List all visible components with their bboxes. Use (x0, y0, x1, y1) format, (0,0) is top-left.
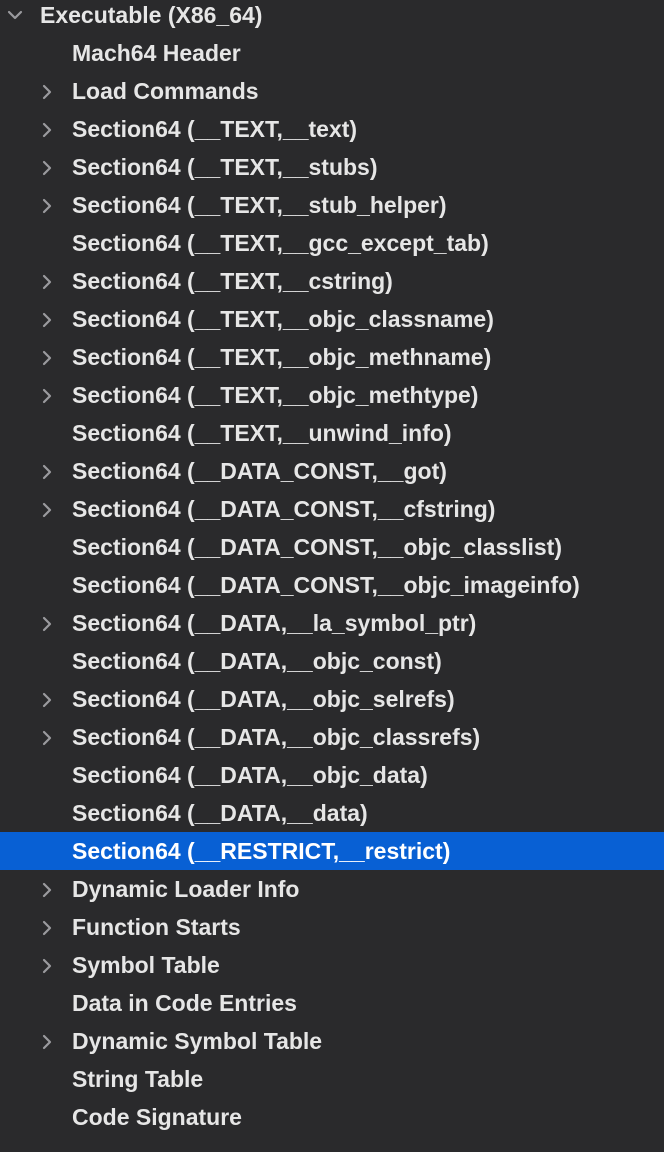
chevron-down-icon[interactable] (6, 5, 24, 25)
tree-row-label: Section64 (__DATA_CONST,__cfstring) (72, 496, 496, 522)
chevron-right-icon[interactable] (38, 614, 56, 634)
chevron-right-icon[interactable] (38, 348, 56, 368)
tree-row[interactable]: Section64 (__TEXT,__stub_helper) (0, 190, 664, 228)
tree-row-label: Section64 (__DATA,__objc_selrefs) (72, 686, 455, 712)
tree-row-label: Section64 (__TEXT,__stub_helper) (72, 192, 447, 218)
tree-row[interactable]: Section64 (__DATA,__objc_data) (0, 760, 664, 798)
tree-row[interactable]: Dynamic Loader Info (0, 874, 664, 912)
chevron-right-icon[interactable] (38, 310, 56, 330)
chevron-right-icon[interactable] (38, 158, 56, 178)
chevron-right-icon[interactable] (38, 120, 56, 140)
tree-row[interactable]: Section64 (__TEXT,__objc_methname) (0, 342, 664, 380)
tree-row[interactable]: Section64 (__TEXT,__cstring) (0, 266, 664, 304)
tree-row-label: Section64 (__TEXT,__objc_methname) (72, 344, 492, 370)
tree-row-root[interactable]: Executable (X86_64) (0, 0, 664, 38)
tree-row-label: Dynamic Symbol Table (72, 1028, 323, 1054)
tree-row-label: Function Starts (72, 914, 241, 940)
tree-row-label: Symbol Table (72, 952, 220, 978)
tree-row[interactable]: String Table (0, 1064, 664, 1102)
tree-row-label: Mach64 Header (72, 40, 241, 66)
tree-row[interactable]: Section64 (__TEXT,__objc_classname) (0, 304, 664, 342)
chevron-right-icon[interactable] (38, 82, 56, 102)
tree-row[interactable]: Load Commands (0, 76, 664, 114)
chevron-right-icon[interactable] (38, 196, 56, 216)
tree-row[interactable]: Section64 (__DATA,__objc_classrefs) (0, 722, 664, 760)
tree-row[interactable]: Function Starts (0, 912, 664, 950)
tree-row[interactable]: Section64 (__TEXT,__gcc_except_tab) (0, 228, 664, 266)
tree-row[interactable]: Section64 (__DATA_CONST,__objc_imageinfo… (0, 570, 664, 608)
tree-row-label: Section64 (__TEXT,__objc_classname) (72, 306, 494, 332)
tree-row-label: Section64 (__DATA_CONST,__objc_imageinfo… (72, 572, 580, 598)
tree-row[interactable]: Section64 (__TEXT,__text) (0, 114, 664, 152)
tree-row-label: Section64 (__TEXT,__gcc_except_tab) (72, 230, 489, 256)
tree-row-label: Section64 (__DATA,__objc_const) (72, 648, 442, 674)
chevron-right-icon[interactable] (38, 918, 56, 938)
tree-row-label: Section64 (__RESTRICT,__restrict) (72, 838, 451, 864)
tree-row-label: Section64 (__TEXT,__stubs) (72, 154, 378, 180)
tree-row-label: Section64 (__TEXT,__unwind_info) (72, 420, 452, 446)
tree-row[interactable]: Section64 (__RESTRICT,__restrict) (0, 832, 664, 870)
chevron-right-icon[interactable] (38, 272, 56, 292)
tree-row[interactable]: Section64 (__TEXT,__unwind_info) (0, 418, 664, 456)
tree-row-label: String Table (72, 1066, 204, 1092)
tree-row-label: Section64 (__DATA,__objc_data) (72, 762, 428, 788)
tree-row-label: Section64 (__DATA_CONST,__got) (72, 458, 447, 484)
chevron-right-icon[interactable] (38, 728, 56, 748)
chevron-right-icon[interactable] (38, 462, 56, 482)
tree-row[interactable]: Section64 (__DATA_CONST,__cfstring) (0, 494, 664, 532)
tree-row[interactable]: Symbol Table (0, 950, 664, 988)
tree-row-label: Section64 (__DATA_CONST,__objc_classlist… (72, 534, 562, 560)
tree-row[interactable]: Section64 (__TEXT,__objc_methtype) (0, 380, 664, 418)
chevron-right-icon[interactable] (38, 690, 56, 710)
tree-row[interactable]: Section64 (__DATA,__objc_const) (0, 646, 664, 684)
tree-row[interactable]: Section64 (__TEXT,__stubs) (0, 152, 664, 190)
tree-row[interactable]: Data in Code Entries (0, 988, 664, 1026)
tree-row[interactable]: Section64 (__DATA,__la_symbol_ptr) (0, 608, 664, 646)
tree-row-label: Load Commands (72, 78, 259, 104)
tree-row[interactable]: Code Signature (0, 1102, 664, 1140)
chevron-right-icon[interactable] (38, 386, 56, 406)
tree-row-label: Section64 (__DATA,__la_symbol_ptr) (72, 610, 477, 636)
tree-row[interactable]: Section64 (__DATA,__objc_selrefs) (0, 684, 664, 722)
tree-row-label: Dynamic Loader Info (72, 876, 300, 902)
chevron-right-icon[interactable] (38, 1032, 56, 1052)
tree-row-label: Executable (X86_64) (40, 2, 263, 28)
tree-row[interactable]: Section64 (__DATA_CONST,__objc_classlist… (0, 532, 664, 570)
tree-row[interactable]: Section64 (__DATA_CONST,__got) (0, 456, 664, 494)
tree-row-label: Section64 (__TEXT,__objc_methtype) (72, 382, 479, 408)
tree-row-label: Section64 (__DATA,__objc_classrefs) (72, 724, 481, 750)
tree-row-label: Section64 (__TEXT,__cstring) (72, 268, 393, 294)
tree-row-label: Section64 (__DATA,__data) (72, 800, 368, 826)
tree-row[interactable]: Mach64 Header (0, 38, 664, 76)
chevron-right-icon[interactable] (38, 880, 56, 900)
chevron-right-icon[interactable] (38, 500, 56, 520)
chevron-right-icon[interactable] (38, 956, 56, 976)
tree-row[interactable]: Section64 (__DATA,__data) (0, 798, 664, 836)
tree-row-label: Code Signature (72, 1104, 242, 1130)
tree-row[interactable]: Dynamic Symbol Table (0, 1026, 664, 1064)
tree-row-label: Section64 (__TEXT,__text) (72, 116, 358, 142)
tree-row-label: Data in Code Entries (72, 990, 297, 1016)
